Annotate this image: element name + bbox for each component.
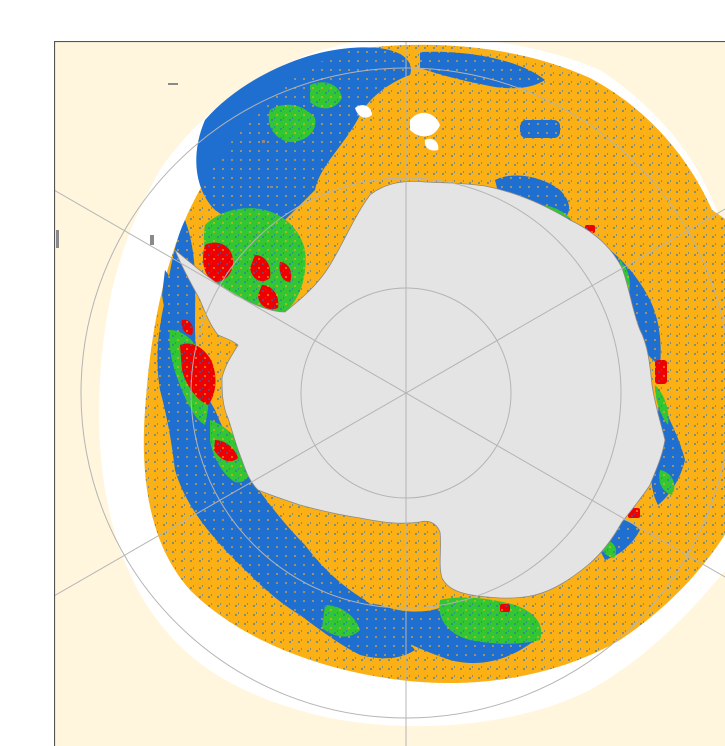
map-border [54,41,725,746]
island-specks [56,83,273,248]
antarctica-landmass [174,181,666,599]
open-water-patches [355,105,440,151]
meridian-150 [54,208,725,597]
graticule [54,41,725,746]
